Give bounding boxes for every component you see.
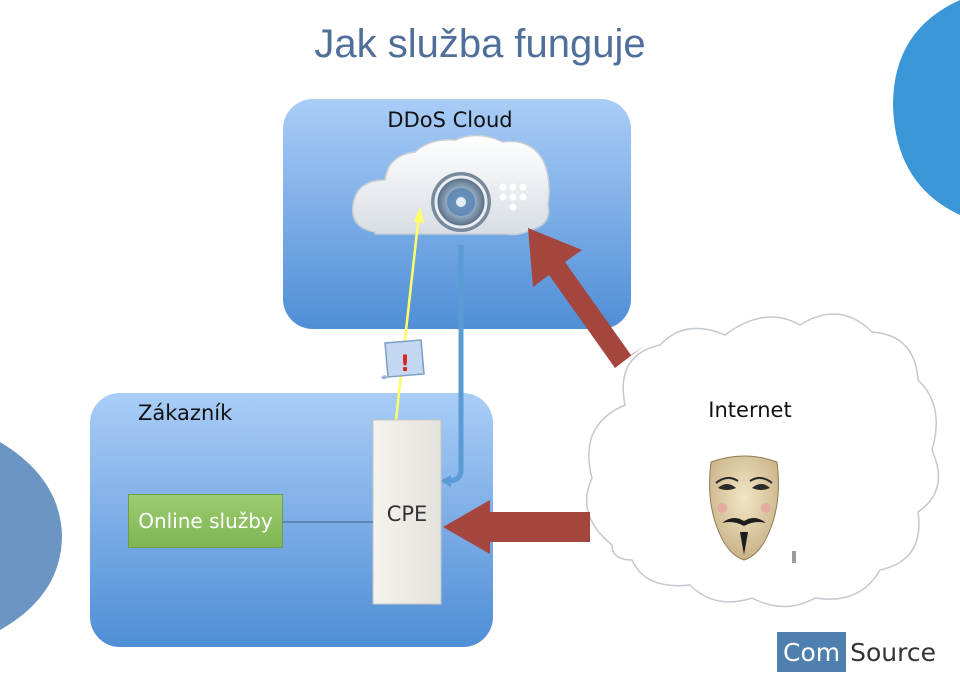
edge-shape-left bbox=[0, 442, 62, 630]
cpe-label: CPE bbox=[386, 502, 428, 526]
logo-part-source: Source bbox=[850, 637, 936, 667]
vault-icon bbox=[431, 172, 491, 232]
attack-arrow-to-cloud bbox=[528, 228, 645, 368]
attack-arrow-to-cpe bbox=[443, 500, 590, 554]
signal-line bbox=[394, 213, 421, 421]
alert-symbol: ! bbox=[400, 352, 410, 377]
online-services-label: Online služby bbox=[138, 509, 273, 533]
clean-traffic-arrowhead bbox=[441, 475, 451, 487]
comsource-logo: Com Source bbox=[777, 632, 940, 672]
cursor-marker bbox=[792, 551, 796, 563]
anonymous-mask-icon bbox=[709, 455, 779, 561]
dots-pattern-icon bbox=[499, 183, 527, 211]
ddos-cloud-label: DDoS Cloud bbox=[387, 108, 513, 132]
signal-arrowhead bbox=[414, 207, 424, 223]
cpe-device bbox=[372, 419, 442, 605]
customer-label: Zákazník bbox=[138, 401, 233, 425]
edge-shape-top-right bbox=[893, 0, 960, 215]
page-title: Jak služba funguje bbox=[314, 22, 646, 66]
alert-document-icon bbox=[381, 339, 425, 380]
internet-label: Internet bbox=[708, 398, 792, 422]
online-services-box: Online služby bbox=[128, 494, 283, 548]
logo-part-com: Com bbox=[777, 632, 847, 672]
